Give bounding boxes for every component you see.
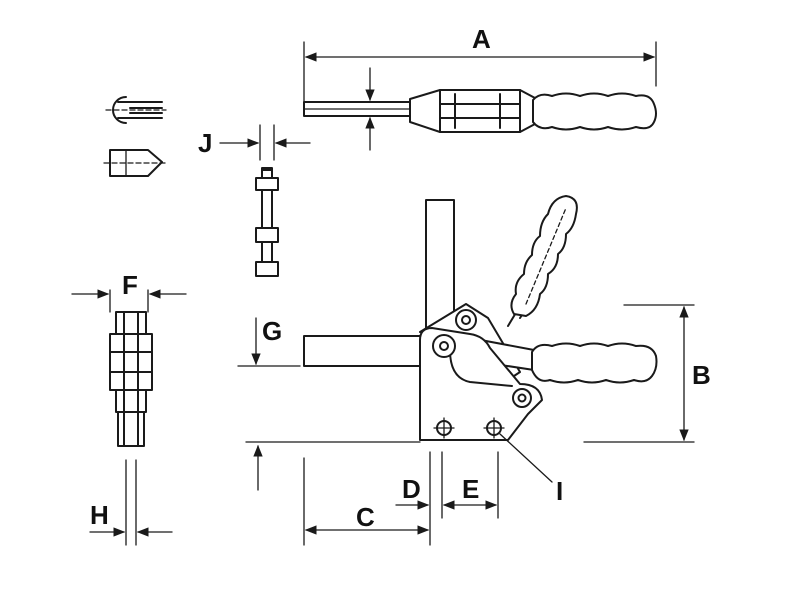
label-j: J bbox=[198, 128, 212, 158]
label-i: I bbox=[556, 476, 563, 506]
label-a: A bbox=[472, 24, 491, 54]
main-clamp-view: G B C D E I bbox=[237, 195, 711, 546]
spindle-tip-detail bbox=[103, 96, 169, 177]
label-f: F bbox=[122, 270, 138, 300]
label-b: B bbox=[692, 360, 711, 390]
side-view: F H bbox=[71, 270, 187, 546]
label-c: C bbox=[356, 502, 375, 532]
label-e: E bbox=[462, 474, 479, 504]
label-g: G bbox=[262, 316, 282, 346]
bolt-detail: J bbox=[198, 124, 311, 277]
label-d: D bbox=[402, 474, 421, 504]
label-h: H bbox=[90, 500, 109, 530]
top-view: A bbox=[303, 24, 657, 151]
